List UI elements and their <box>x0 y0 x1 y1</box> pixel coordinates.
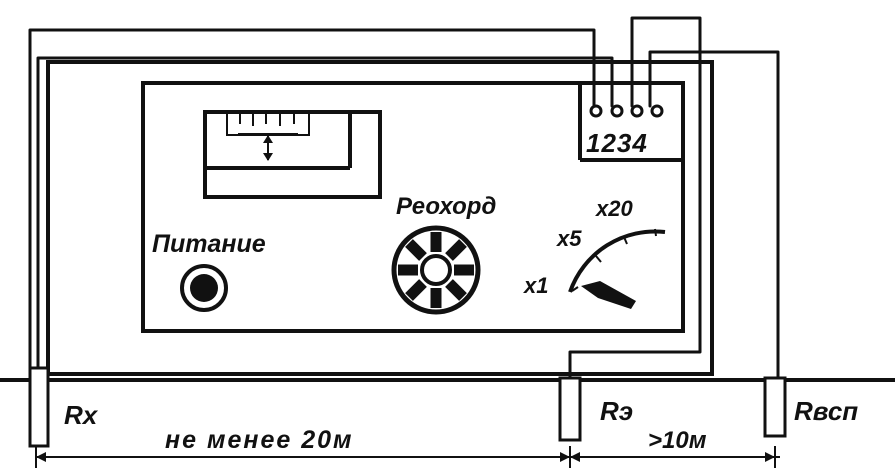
meter-needle-icon <box>263 135 273 161</box>
rheochord-label: Реохорд <box>396 193 496 220</box>
terminal-3[interactable] <box>630 104 644 118</box>
instrument-case <box>46 60 714 376</box>
distance-dimension <box>35 446 780 468</box>
re-label: Rэ <box>600 396 633 426</box>
power-label: Питание <box>152 230 266 258</box>
electrode-rvsp <box>763 376 787 438</box>
lead-wires <box>28 16 780 384</box>
front-panel <box>141 81 685 333</box>
rx-label: Rx <box>64 400 99 430</box>
terminal-block <box>578 83 683 162</box>
power-button[interactable] <box>180 264 228 312</box>
terminal-2[interactable] <box>610 104 624 118</box>
meter-window <box>203 110 382 199</box>
terminal-1[interactable] <box>589 104 603 118</box>
rheochord-knob[interactable] <box>391 225 481 315</box>
terminal-numbers-label: 1234 <box>586 128 648 158</box>
terminal-4[interactable] <box>650 104 664 118</box>
range-x5-label: x5 <box>556 226 582 251</box>
distance-gt-label: >10м <box>648 427 707 454</box>
rvsp-label: Rвсп <box>794 396 858 426</box>
electrode-re <box>558 376 582 442</box>
distance-min-label: не менее 20м <box>165 426 354 454</box>
electrode-rx <box>28 366 50 448</box>
range-x1-label: x1 <box>523 273 548 298</box>
range-switch[interactable] <box>568 228 666 309</box>
switch-pointer-icon <box>581 281 636 309</box>
range-x20-label: x20 <box>595 196 633 221</box>
